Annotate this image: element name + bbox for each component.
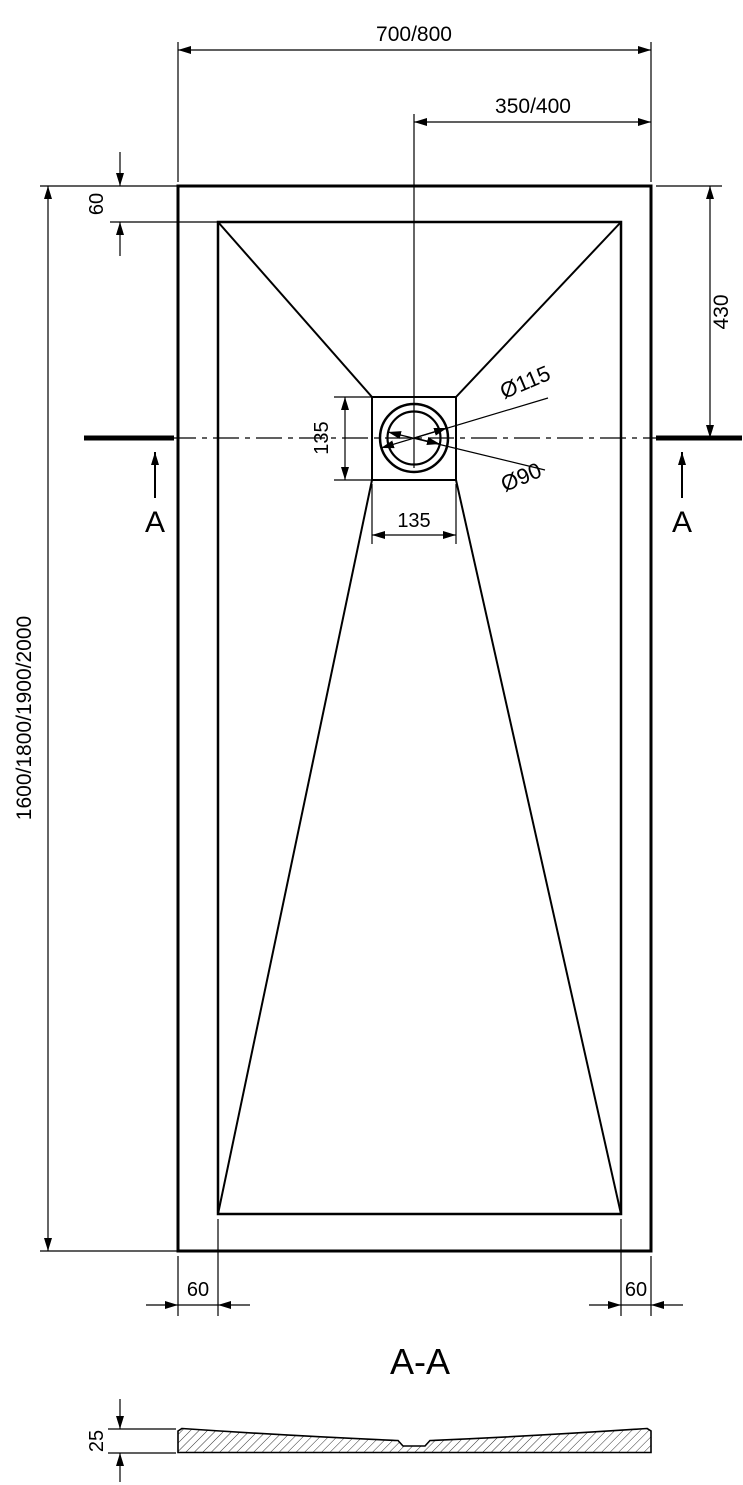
slope-line-bottom-right (455, 479, 622, 1215)
dim-edge-top-label: 60 (86, 193, 108, 215)
dim-width-half: 350/400 (413, 95, 651, 468)
slope-line-top-right (455, 221, 622, 398)
leader-line-dia-outer (380, 397, 549, 449)
dim-edge-bottom-left: 60 (146, 1219, 250, 1316)
dim-width-top: 700/800 (177, 23, 652, 182)
dim-edge-bottom-left-label: 60 (187, 1279, 209, 1301)
section-cut-line: A A (84, 435, 742, 539)
dim-drain-height-label: 135 (311, 421, 333, 454)
dim-drain-width-label: 135 (397, 510, 430, 532)
dim-edge-bottom-right-label: 60 (625, 1279, 647, 1301)
section-title: A-A (390, 1341, 450, 1382)
section-profile (177, 1427, 652, 1454)
dim-length-label: 1600/1800/1900/2000 (13, 616, 36, 820)
dia-outer-label: Ø115 (496, 360, 554, 403)
dia-callouts: Ø115 Ø90 (380, 360, 554, 497)
leader-arrow-dia-inner (413, 437, 441, 445)
dim-width-top-label: 700/800 (376, 23, 452, 46)
dim-thickness-label: 25 (86, 1430, 108, 1452)
dim-drain-offset-label: 430 (710, 294, 733, 329)
dim-thickness: 25 (86, 1399, 176, 1482)
dim-width-half-label: 350/400 (495, 95, 571, 118)
slope-line-bottom-left (217, 479, 373, 1215)
dim-drain-width: 135 (371, 484, 457, 544)
tray-inner-rect (216, 220, 623, 1216)
dim-edge-top: 60 (86, 152, 218, 256)
dim-drain-height: 135 (311, 396, 371, 481)
dia-inner-label: Ø90 (497, 457, 545, 496)
dim-length: 1600/1800/1900/2000 (13, 185, 178, 1252)
cut-label-right: A (672, 506, 692, 539)
section-view: A-A 25 (86, 1341, 652, 1482)
slope-line-top-left (217, 221, 373, 398)
dim-edge-bottom-right: 60 (589, 1219, 683, 1316)
cut-label-left: A (145, 506, 165, 539)
leader-arrow-dia-outer (413, 427, 448, 439)
dim-drain-offset: 430 (656, 185, 733, 438)
